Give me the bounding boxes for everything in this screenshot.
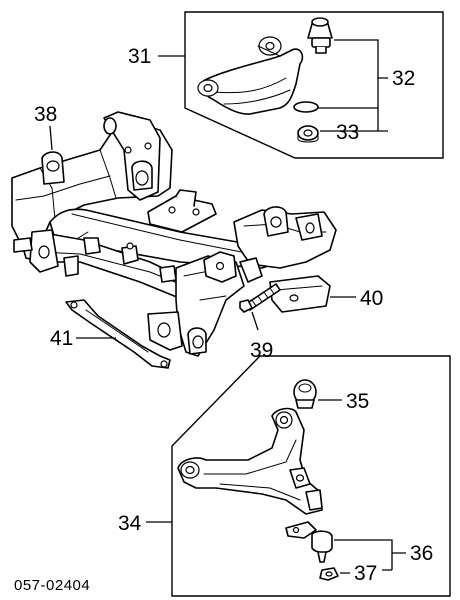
callout-40: 40 bbox=[360, 287, 383, 310]
lower-ball-joint-top bbox=[293, 379, 317, 409]
leader-39 bbox=[251, 311, 259, 331]
callout-38: 38 bbox=[34, 103, 57, 126]
right-lower-arm-pocket bbox=[147, 255, 245, 357]
callout-33: 33 bbox=[336, 121, 359, 144]
lower-arm-detail-border bbox=[171, 355, 451, 597]
retaining-ring bbox=[293, 101, 319, 113]
leader-37 bbox=[340, 569, 392, 574]
lower-arm-detail: 35 34 36 37 bbox=[118, 355, 451, 597]
upper-right-bracket bbox=[203, 251, 263, 283]
diagram-code: 057-02404 bbox=[14, 577, 90, 594]
leader-32-bracket bbox=[318, 39, 388, 109]
callout-37: 37 bbox=[354, 562, 377, 585]
callout-32: 32 bbox=[392, 67, 415, 90]
stabilizer-brace: 41 bbox=[50, 299, 171, 369]
mounting-bolt bbox=[239, 283, 281, 313]
front-right-bracket bbox=[269, 275, 331, 313]
leader-36-bracket bbox=[334, 539, 406, 570]
callout-41: 41 bbox=[50, 327, 73, 350]
callout-35: 35 bbox=[346, 390, 369, 413]
leader-33 bbox=[320, 108, 388, 132]
center-plate bbox=[147, 189, 217, 233]
lower-control-arm bbox=[177, 407, 323, 515]
rail-brackets bbox=[83, 237, 177, 283]
upper-control-arm bbox=[197, 36, 304, 115]
left-lower-mount bbox=[13, 229, 79, 277]
callout-31: 31 bbox=[128, 45, 151, 68]
upper-ball-joint bbox=[307, 17, 333, 54]
callout-39: 39 bbox=[250, 339, 273, 362]
leader-38 bbox=[49, 125, 53, 151]
upper-arm-detail: 31 32 33 bbox=[128, 11, 444, 159]
left-front-mount bbox=[41, 151, 65, 185]
callout-34: 34 bbox=[118, 512, 142, 535]
rear-mount-bracket bbox=[103, 111, 161, 201]
callout-36: 36 bbox=[410, 542, 433, 565]
upper-arm-bushing bbox=[297, 125, 319, 143]
ball-joint-nut bbox=[319, 567, 339, 581]
upper-arm-detail-border bbox=[184, 11, 444, 159]
lower-ball-joint bbox=[285, 521, 333, 563]
right-front-mount bbox=[263, 206, 323, 241]
front-suspension-crossmember: 38 39 40 bbox=[11, 103, 383, 362]
